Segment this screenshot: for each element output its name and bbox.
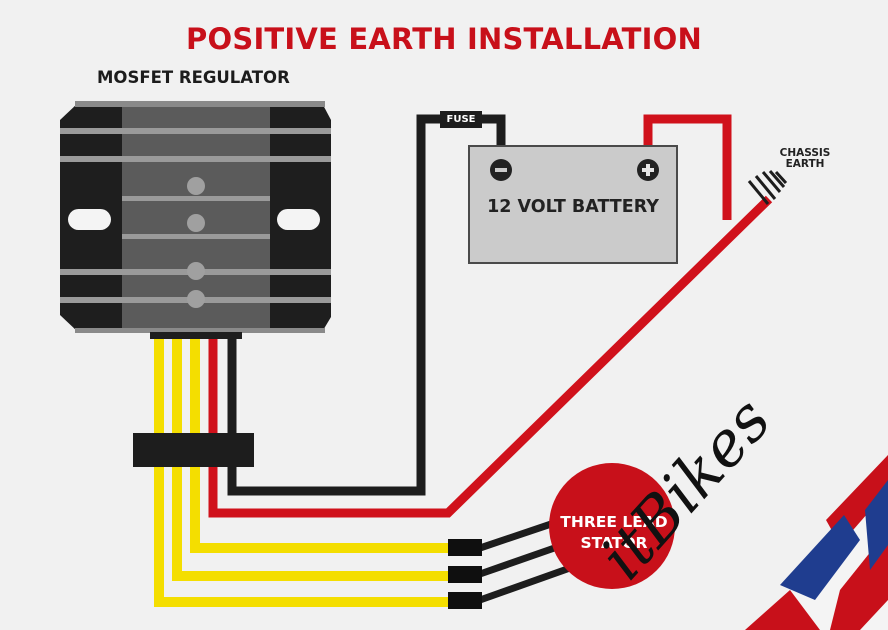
red-wire-regulator-to-earth <box>208 195 773 518</box>
battery-label: 12 VOLT BATTERY <box>487 197 659 217</box>
battery <box>468 145 678 264</box>
chassis-earth-label-line2: EARTH <box>785 158 825 170</box>
regulator-label: MOSFET REGULATOR <box>97 68 290 87</box>
yellow-wire-1 <box>154 339 450 607</box>
chassis-earth-icon <box>747 170 788 205</box>
yellow-wire-3 <box>190 339 450 553</box>
stator-label: THREE LEAD STATOR <box>552 512 676 554</box>
mounting-hole-right <box>277 209 320 230</box>
mosfet-regulator <box>60 101 331 339</box>
stator-label-line1: THREE LEAD <box>560 513 668 531</box>
fuse-label: FUSE <box>446 114 476 125</box>
mounting-hole-left <box>68 209 111 230</box>
red-wires <box>208 114 773 518</box>
chassis-earth-label-line1: CHASSIS <box>779 147 831 159</box>
connector-1 <box>448 539 482 556</box>
chassis-earth-label: CHASSIS EARTH <box>770 148 840 170</box>
minus-icon <box>490 159 512 181</box>
yellow-wire-2 <box>172 339 450 581</box>
fuse <box>440 111 482 128</box>
connector-2 <box>448 566 482 583</box>
stator-label-line2: STATOR <box>580 534 648 552</box>
cable-sleeve <box>133 433 254 467</box>
stator-leads <box>448 517 572 609</box>
union-jack-flag <box>745 455 888 630</box>
connector-3 <box>448 592 482 609</box>
red-wire-battery-positive <box>643 114 732 220</box>
plus-icon <box>637 159 659 181</box>
yellow-wires <box>154 339 450 607</box>
diagram-title: POSITIVE EARTH INSTALLATION <box>186 22 702 56</box>
three-lead-stator <box>549 463 675 589</box>
